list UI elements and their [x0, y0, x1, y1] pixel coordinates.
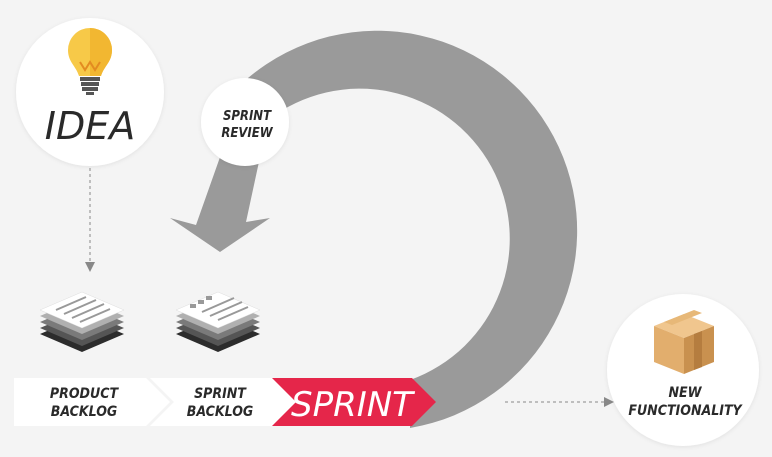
cycle-arc: [170, 30, 578, 429]
product-backlog-line2: BACKLOG: [51, 404, 118, 420]
idea-node: IDEA: [16, 18, 164, 166]
sprint-review-node: SPRINT REVIEW: [201, 78, 289, 166]
process-pipeline: PRODUCT BACKLOG SPRINT BACKLOG SPRINT: [14, 378, 436, 426]
sprint-chevron: [272, 378, 436, 426]
product-backlog-line1: PRODUCT: [50, 386, 120, 402]
lightbulb-icon: [68, 28, 112, 95]
idea-to-backlog-arrow: [85, 168, 95, 272]
document-stack-icon: [39, 291, 125, 352]
sprint-cycle-arrow: [170, 30, 578, 429]
sprint-backlog-chevron: [150, 378, 304, 426]
sprint-review-circle: [201, 78, 289, 166]
package-box-icon: [654, 310, 714, 374]
new-functionality-line2: FUNCTIONALITY: [628, 403, 743, 419]
sprint-review-line1: SPRINT: [223, 109, 272, 124]
sprint-backlog-line1: SPRINT: [194, 386, 247, 402]
sprint-backlog-line2: BACKLOG: [187, 404, 254, 420]
new-functionality-node: NEW FUNCTIONALITY: [607, 294, 759, 446]
sprint-review-line2: REVIEW: [221, 126, 273, 141]
sprint-label: SPRINT: [291, 385, 415, 425]
idea-label: IDEA: [45, 104, 135, 148]
task-list-stack-icon: [175, 291, 261, 352]
sprint-to-functionality-arrow: [505, 397, 614, 407]
product-backlog-chevron: [14, 378, 170, 426]
new-functionality-line1: NEW: [668, 385, 702, 401]
